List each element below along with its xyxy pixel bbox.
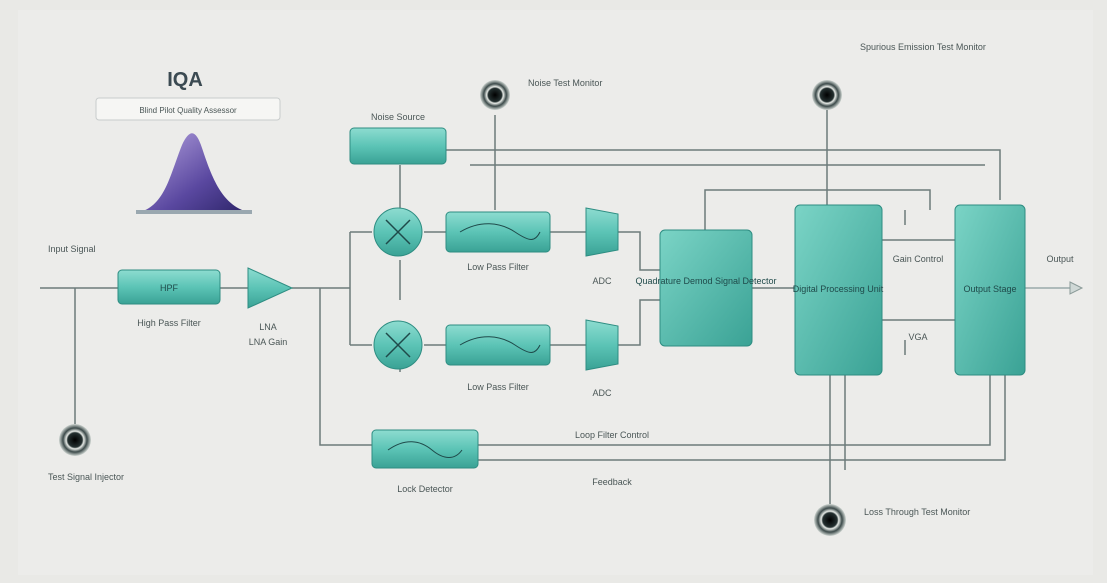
- output-label: Output: [1046, 254, 1074, 264]
- gain-control-label: Gain Control: [893, 254, 944, 264]
- adc-bottom-block[interactable]: [585, 319, 619, 371]
- adc-bottom-label: ADC: [592, 388, 612, 398]
- probe-bottom-left-label: Test Signal Injector: [48, 472, 124, 482]
- probe-bottom-right-label: Loss Through Test Monitor: [864, 507, 970, 517]
- adc-top-label: ADC: [592, 276, 612, 286]
- subtitle-box: [95, 97, 281, 121]
- lna-amplifier[interactable]: [247, 267, 294, 309]
- lpf-top-block[interactable]: [445, 211, 551, 253]
- diagram-title: IQA: [167, 69, 203, 91]
- lpf-bottom-block[interactable]: [445, 324, 551, 366]
- adc-top-block[interactable]: [585, 207, 619, 257]
- spectrum-peak-icon: [136, 133, 252, 214]
- probe-loss-test-icon[interactable]: [814, 504, 846, 536]
- lna-caption: LNA Gain: [249, 337, 288, 347]
- dsp-main-label: Digital Processing Unit: [793, 284, 884, 294]
- probe-top-right-label: Spurious Emission Test Monitor: [860, 42, 986, 52]
- noise-source-label: Noise Source: [371, 112, 425, 122]
- feedback-label: Feedback: [592, 477, 632, 487]
- loop-filter-label: Loop Filter Control: [575, 430, 649, 440]
- hpf-label: HPF: [160, 283, 179, 293]
- diagram-subtitle: Blind Pilot Quality Assessor: [139, 106, 237, 115]
- demod-label: Quadrature Demod Signal Detector: [635, 276, 776, 286]
- dsp-main-block[interactable]: Digital Processing Unit: [793, 204, 884, 376]
- hpf-caption: High Pass Filter: [137, 318, 201, 328]
- probe-top-left-label: Noise Test Monitor: [528, 78, 602, 88]
- output-stage-label: Output Stage: [963, 284, 1016, 294]
- input-label: Input Signal: [48, 244, 96, 254]
- probe-injector-icon[interactable]: [59, 424, 91, 456]
- lpf-top-caption: Low Pass Filter: [467, 262, 529, 272]
- output-stage-block[interactable]: Output Stage: [954, 204, 1026, 376]
- mixer-top[interactable]: [373, 207, 423, 257]
- hpf-block[interactable]: HPF: [117, 269, 221, 305]
- lock-detector-block[interactable]: [371, 429, 479, 469]
- output-arrow-icon: [1069, 281, 1084, 295]
- mixer-bottom[interactable]: [373, 320, 423, 370]
- probe-spurious-test-icon[interactable]: [812, 80, 842, 110]
- noise-source-block[interactable]: [349, 127, 447, 165]
- demod-block[interactable]: Quadrature Demod Signal Detector: [635, 229, 777, 347]
- wires: [40, 110, 1080, 520]
- lock-detector-caption: Lock Detector: [397, 484, 453, 494]
- probe-noise-test-icon[interactable]: [480, 80, 510, 110]
- vga-label: VGA: [908, 332, 927, 342]
- lna-label: LNA: [259, 322, 277, 332]
- lpf-bottom-caption: Low Pass Filter: [467, 382, 529, 392]
